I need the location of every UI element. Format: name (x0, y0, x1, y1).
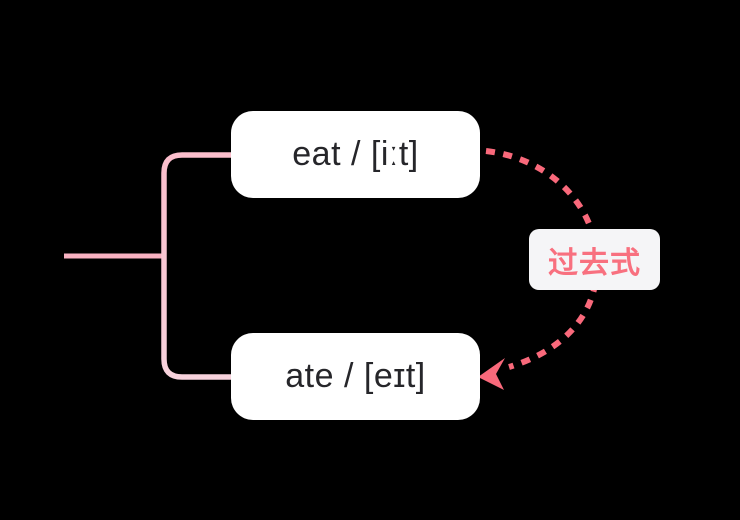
branch-connector (161, 152, 231, 380)
relationship-arc[interactable] (485, 148, 601, 370)
relationship-arrowhead-icon (478, 358, 505, 390)
topic-node-label: ate / [eɪt] (285, 357, 426, 395)
relationship-label[interactable]: 过去式 (529, 229, 660, 290)
topic-node-past[interactable]: ate / [eɪt] (231, 333, 480, 420)
topic-node-present[interactable]: eat / [iːt] (231, 111, 480, 198)
relationship-label-text: 过去式 (548, 246, 641, 280)
topic-node-label: eat / [iːt] (292, 135, 419, 173)
